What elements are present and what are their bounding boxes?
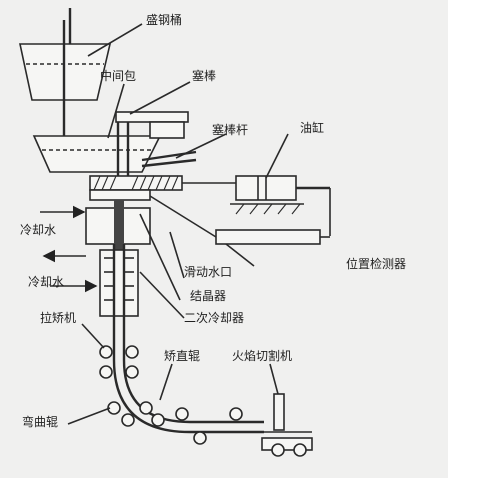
sliding-nozzle-plate xyxy=(89,175,240,201)
label-position-detector: 位置检测器 xyxy=(346,256,406,271)
leader-lines xyxy=(67,23,289,425)
label-flame-cutter: 火焰切割机 xyxy=(232,348,292,363)
withdrawal-rolls xyxy=(99,345,139,379)
position-detector xyxy=(149,195,330,245)
flame-cutter xyxy=(261,393,313,457)
label-straightening-roll: 矫直辊 xyxy=(164,348,200,363)
secondary-cooler xyxy=(99,249,139,317)
label-sliding-nozzle: 滑动水口 xyxy=(184,265,232,279)
cooling-water-arrows xyxy=(40,205,98,293)
right-margin xyxy=(448,0,483,500)
label-stopper-rod: 塞棒杆 xyxy=(212,122,248,137)
label-tundish: 中间包 xyxy=(100,68,136,83)
label-bending-roll: 弯曲辊 xyxy=(22,414,58,429)
stopper-assembly xyxy=(115,111,197,178)
label-cylinder: 油缸 xyxy=(300,120,324,135)
hydraulic-cylinder xyxy=(230,175,331,236)
tundish xyxy=(32,135,162,173)
label-withdrawal-straightener: 拉矫机 xyxy=(40,310,76,325)
crystallizer xyxy=(85,200,151,254)
label-cooling-water-2: 冷却水 xyxy=(28,275,64,289)
label-secondary-cooler: 二次冷却器 xyxy=(184,311,244,325)
bottom-margin xyxy=(0,478,483,500)
ladle xyxy=(19,8,112,138)
label-cooling-water-1: 冷却水 xyxy=(20,223,56,237)
label-crystallizer: 结晶器 xyxy=(190,289,226,303)
label-stopper: 塞棒 xyxy=(192,68,216,83)
label-ladle: 盛钢桶 xyxy=(146,12,182,27)
bending-rolls xyxy=(107,401,243,445)
